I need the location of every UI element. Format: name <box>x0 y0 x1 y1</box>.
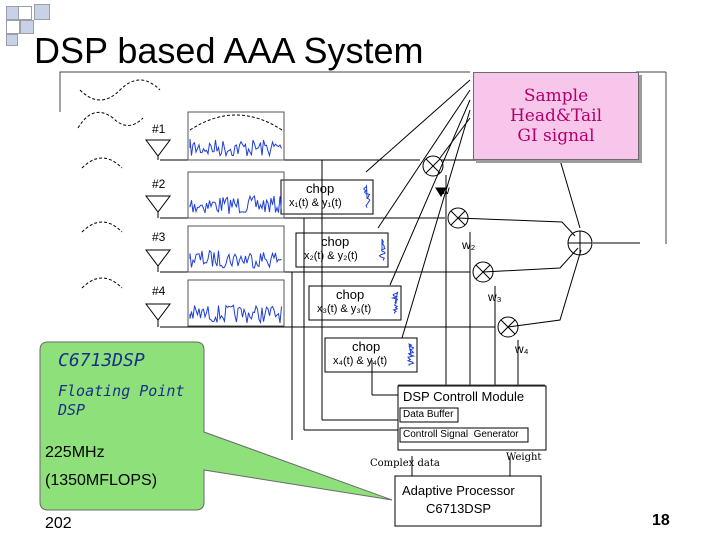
chop-label: chop <box>352 339 381 354</box>
annotation-line: Sample <box>523 86 589 106</box>
antenna-label: #4 <box>152 284 166 298</box>
corner-square <box>20 20 34 34</box>
dsp-module-title: DSP Controll Module <box>403 389 525 404</box>
chop-label: chop <box>321 234 350 249</box>
corner-square <box>6 34 18 46</box>
chop-label: chop <box>306 181 335 196</box>
chop-signal-trace <box>363 184 371 208</box>
corner-square <box>34 4 50 20</box>
chop-signals: x₂(t) & y₂(t) <box>304 250 358 262</box>
chop-signal-trace <box>378 238 386 261</box>
corner-square <box>6 20 20 34</box>
gi-signal-annotation: Sample Head&Tail GI signal <box>473 72 639 160</box>
control-signal-generator-label: Controll Signal Generator <box>403 429 519 440</box>
signal-trace <box>189 249 282 269</box>
callout-spec: 225MHz <box>45 444 105 461</box>
adaptive-processor-title: Adaptive Processor <box>402 483 515 498</box>
data-buffer-label: Data Buffer <box>403 409 454 420</box>
callout-sub: Floating Point <box>58 382 185 400</box>
antenna-label: #3 <box>152 230 166 244</box>
weight-label: w <box>441 183 450 197</box>
weight-bus-label: Weight <box>506 452 542 463</box>
callout-footnote: 202 <box>45 515 72 532</box>
chop-signal-trace <box>406 343 416 366</box>
callout-spec: (1350MFLOPS) <box>45 472 158 489</box>
signal-trace <box>189 304 282 325</box>
weight-label: w₃ <box>488 290 502 304</box>
page-number: 18 <box>652 512 670 529</box>
signal-trace <box>189 194 282 214</box>
antenna-label: #2 <box>152 177 166 191</box>
chop-label: chop <box>336 287 365 302</box>
weight-label: w₄ <box>515 342 529 356</box>
chop-signal-trace <box>390 291 399 314</box>
callout-heading: C6713DSP <box>58 350 145 371</box>
annotation-line: Head&Tail <box>509 106 603 126</box>
adaptive-processor-subtitle: C6713DSP <box>426 501 492 516</box>
corner-square <box>18 6 32 20</box>
callout-sub: DSP <box>58 401 86 419</box>
annotation-line: GI signal <box>517 126 595 146</box>
complex-data-label: Complex data <box>370 458 440 469</box>
chop-signals: x₃(t) & y₃(t) <box>317 303 372 315</box>
weight-label: w₂ <box>462 238 476 252</box>
chop-signals: x₄(t) & y₄(t) <box>333 355 388 367</box>
chop-signals: x₁(t) & y₁(t) <box>289 197 342 209</box>
antenna-label: #1 <box>152 122 166 136</box>
slide-title: DSP based AAA System <box>34 30 424 71</box>
signal-trace <box>189 138 282 158</box>
